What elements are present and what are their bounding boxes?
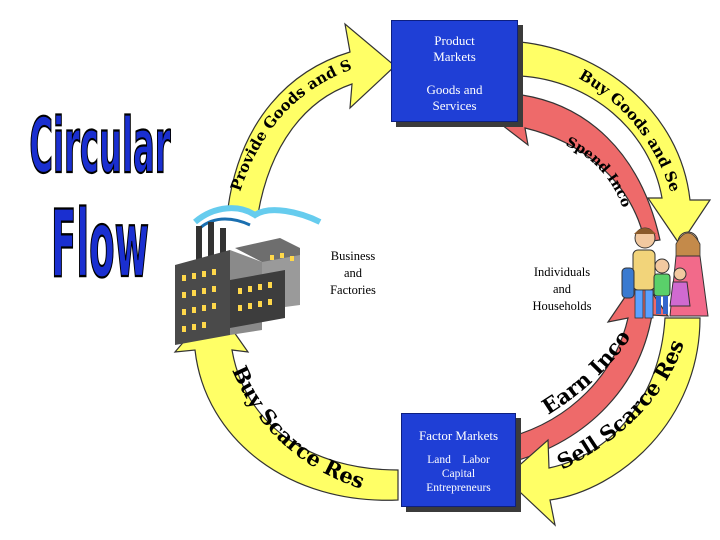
title-circular: Circular (29, 102, 171, 190)
households-line2: and (552, 282, 572, 296)
households-line1: Individuals (533, 265, 591, 279)
business-line2: and (343, 266, 363, 280)
factory-icon (175, 205, 322, 345)
factor-markets-line2: Capital (441, 468, 476, 480)
business-line1: Business (330, 249, 376, 263)
earn-income-arrow (509, 273, 670, 463)
factor-markets-box: Factor Markets Land Labor Capital Entrep… (401, 413, 516, 507)
spend-income-arrow (479, 68, 661, 243)
family-icon (621, 227, 709, 319)
business-label: Business and Factories (318, 248, 388, 299)
buy-goods-arrow (519, 41, 712, 247)
product-markets-title-line2: Markets (433, 49, 476, 64)
factor-markets-line3: Entrepreneurs (426, 482, 491, 494)
title-flow: Flow (51, 189, 149, 298)
business-line3: Factories (330, 283, 376, 297)
product-markets-sub-line2: Services (432, 98, 477, 113)
product-markets-title-line1: Product (434, 33, 475, 48)
product-markets-box: Product Markets Goods and Services (391, 20, 518, 122)
sell-resources-arrow (504, 317, 701, 527)
factor-markets-line1: Land Labor (427, 454, 490, 466)
provide-goods-arrow (227, 22, 396, 215)
households-line3: Households (532, 299, 592, 313)
households-label: Individuals and Households (518, 264, 606, 315)
factor-markets-title: Factor Markets (418, 428, 499, 443)
product-markets-sub-line1: Goods and (426, 82, 483, 97)
